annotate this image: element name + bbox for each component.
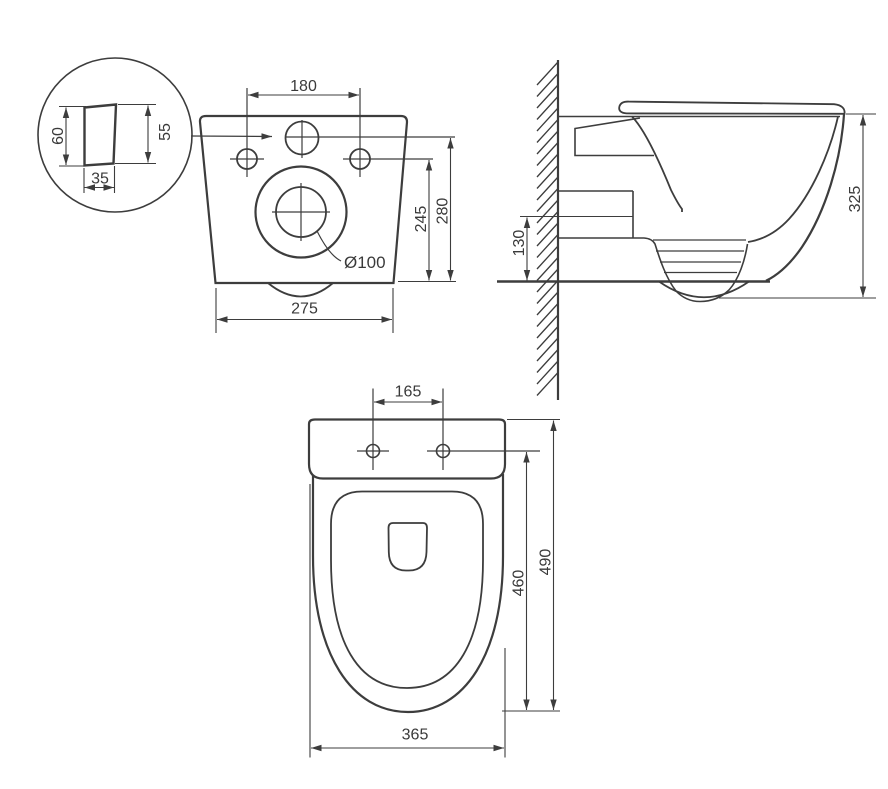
dim-365: 365	[309, 484, 506, 758]
outlet-leader	[316, 230, 342, 262]
detail-circle	[37, 57, 193, 213]
dim-label-490: 490	[538, 549, 555, 576]
outlet-outer-circle	[254, 165, 348, 259]
dim-label-130: 130	[511, 230, 528, 257]
dim-325: 325	[719, 113, 876, 299]
seat-lid-profile	[618, 100, 846, 115]
bowl-back-curve	[631, 115, 683, 212]
front-outer-curve	[765, 113, 846, 282]
dim-55: 55	[115, 103, 174, 165]
rear-trap-arc	[267, 282, 334, 298]
dim-165: 165	[374, 384, 442, 406]
side-view: 130 325	[497, 60, 876, 400]
dim-label-35: 35	[91, 171, 109, 188]
dim-label-180: 180	[290, 78, 317, 95]
dim-label-280: 280	[435, 198, 452, 225]
seat-outer-outline	[311, 474, 505, 714]
dim-275: 275	[215, 288, 394, 333]
dim-label-60: 60	[50, 127, 67, 145]
detail-pointer-arrow	[190, 133, 273, 140]
seat-inner-ring	[330, 490, 484, 689]
outlet-crosshair	[272, 183, 330, 241]
side-lug-profile	[574, 117, 654, 157]
dim-280: 280	[398, 138, 456, 283]
dim-460: 460	[511, 452, 530, 710]
dim-label-165: 165	[395, 384, 422, 401]
sump-water-lines	[653, 239, 746, 274]
dim-label-325: 325	[847, 186, 864, 213]
detail-view: 60 55 35	[37, 57, 273, 213]
dim-180: 180	[248, 78, 359, 99]
deck-outline	[307, 418, 507, 480]
rear-view: Ø100 180 245 280 275	[198, 78, 456, 333]
dim-label-outlet-diameter: Ø100	[344, 253, 386, 272]
dim-label-245: 245	[413, 206, 430, 233]
trap-bottom-arc	[658, 280, 750, 299]
dim-label-460: 460	[511, 570, 528, 597]
dim-130: 130	[511, 215, 633, 281]
dim-label-365: 365	[402, 727, 429, 744]
dim-35: 35	[83, 166, 116, 193]
dim-490: 490	[502, 418, 560, 712]
dim-245: 245	[413, 160, 433, 281]
rear-body-outline	[198, 114, 409, 285]
top-view: 165 460 490 365	[307, 384, 560, 758]
front-inner-curve	[747, 116, 839, 243]
dim-label-275: 275	[291, 301, 318, 318]
dim-60: 60	[50, 105, 86, 167]
wall-hatch	[536, 61, 559, 396]
flush-opening	[387, 522, 428, 572]
wall-channel-lines	[558, 190, 634, 238]
lug-profile	[83, 103, 118, 167]
dim-label-55: 55	[157, 123, 174, 141]
sump-outline	[558, 237, 749, 303]
